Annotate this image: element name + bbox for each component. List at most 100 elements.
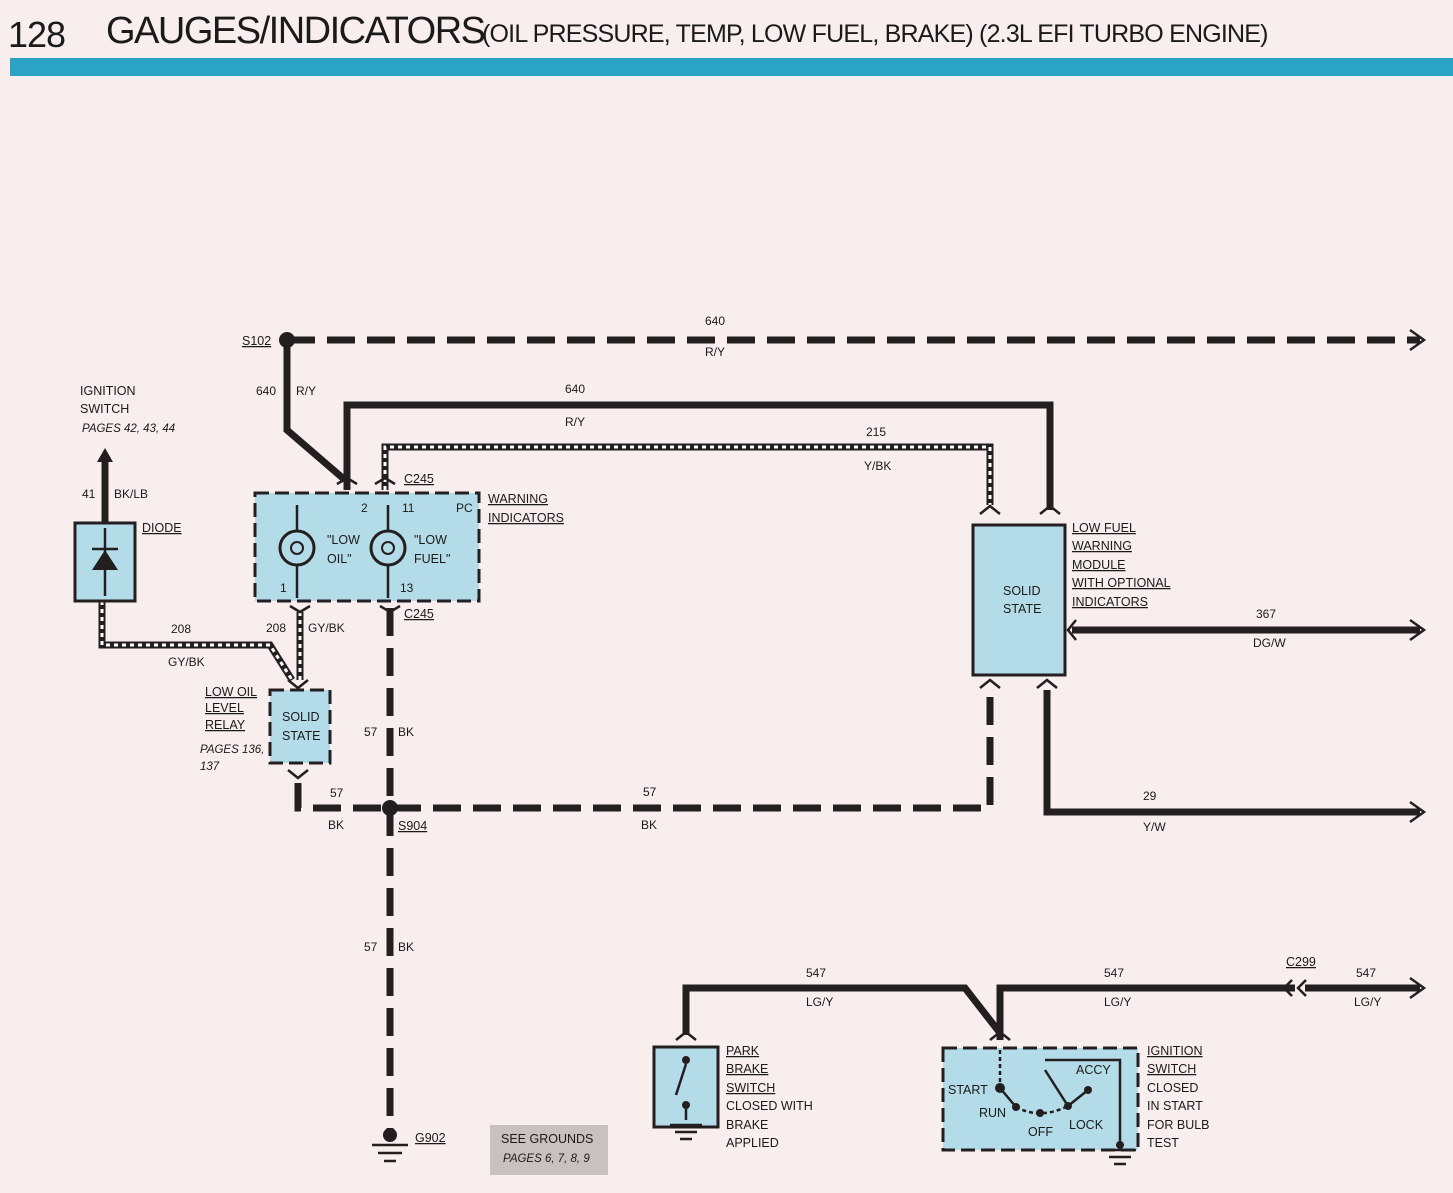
warning-indicators-component [253,476,481,614]
page-subtitle: (OIL PRESSURE, TEMP, LOW FUEL, BRAKE) (2… [482,20,1268,48]
low-oil-relay-pages2: 137 [200,761,220,773]
wire-367 [1072,618,1427,642]
ignition-switch-bottom-line5: FOR BULB [1147,1118,1210,1132]
connector-c245-bottom-label: C245 [404,607,434,621]
wire-547-left [682,984,1003,1036]
page-header: 128 GAUGES/INDICATORS (OIL PRESSURE, TEM… [0,0,1453,80]
low-oil-relay-line1: LOW OIL [205,685,257,699]
ignition-switch-top-line1: IGNITION [80,384,136,398]
ignition-switch-bottom-line6: TEST [1147,1136,1179,1150]
pin-13-label: 13 [400,581,414,595]
warning-indicators-line2: INDICATORS [488,511,564,525]
ignition-switch-bottom-line3: CLOSED [1147,1081,1198,1095]
ignition-switch-top-pages: PAGES 42, 43, 44 [82,423,175,435]
low-fuel-lamp-line2: FUEL" [414,552,450,566]
ignition-switch-bottom-line4: IN START [1147,1099,1203,1113]
ignition-position-start: START [948,1083,988,1097]
low-oil-relay-pages1: PAGES 136, [200,744,264,756]
wire-367-color: DG/W [1253,636,1286,650]
wire-640-left-number: 640 [256,384,276,398]
low-fuel-module-line4: WITH OPTIONAL [1072,576,1171,590]
low-oil-lamp-line1: "LOW [327,533,360,547]
splice-s904-label: S904 [398,819,427,833]
splice-s102-label: S102 [242,334,271,348]
ignition-position-accy: ACCY [1076,1063,1111,1077]
diode-label: DIODE [142,521,182,535]
wire-215-number: 215 [866,425,886,439]
wire-57-v1-number: 57 [364,725,378,739]
low-fuel-module-line2: WARNING [1072,539,1132,553]
wire-547-right [1305,976,1427,1000]
low-fuel-module-state1: SOLID [1003,584,1041,598]
ground-g902-symbol [372,1128,408,1163]
wire-547-right-number: 547 [1356,966,1376,980]
low-oil-relay-state1: SOLID [282,710,320,724]
wire-29-number: 29 [1143,789,1157,803]
wire-57-relay-number: 57 [330,786,344,800]
wire-640-top-number: 640 [705,314,725,328]
ignition-switch-bottom-line2: SWITCH [1147,1062,1196,1076]
wire-41 [97,448,113,522]
wire-57-relay [294,695,994,812]
wire-547-left-number: 547 [806,966,826,980]
connector-pc-label: PC [456,501,473,515]
wire-208-mid-color: GY/BK [308,621,345,635]
ignition-switch-top-line2: SWITCH [80,402,129,416]
low-fuel-module-state2: STATE [1003,602,1041,616]
park-brake-line3: SWITCH [726,1081,775,1095]
wire-640-mid-color: R/Y [565,415,585,429]
connector-c299-label: C299 [1286,955,1316,969]
park-brake-line5: BRAKE [726,1118,768,1132]
wire-640-left-color: R/Y [296,384,316,398]
park-brake-line1: PARK [726,1044,760,1058]
see-grounds-line2: PAGES 6, 7, 8, 9 [503,1153,590,1165]
low-fuel-lamp-line1: "LOW [414,533,447,547]
wire-640-top-color: R/Y [705,345,725,359]
low-fuel-module-line5: INDICATORS [1072,595,1148,609]
ignition-switch-bottom-line1: IGNITION [1147,1044,1203,1058]
see-grounds-box [490,1125,608,1175]
park-brake-line2: BRAKE [726,1062,768,1076]
pin-11-label: 11 [402,501,415,515]
low-fuel-module-component [971,504,1077,689]
diode-component [73,521,137,603]
wire-640-left [283,340,348,483]
wire-547-right-color: LG/Y [1354,995,1381,1009]
low-oil-relay-state2: STATE [282,729,320,743]
wire-640-mid [343,401,1054,510]
wire-208-left-number: 208 [171,622,191,636]
wire-57-v2-color: BK [398,940,414,954]
splice-s102-dot [279,332,295,348]
connector-c245-top-label: C245 [404,472,434,486]
wire-215 [381,443,994,505]
splice-s904-dot [382,800,398,816]
wire-547-left-color: LG/Y [806,995,833,1009]
wire-547-mid-color: LG/Y [1104,995,1131,1009]
low-oil-relay-line3: RELAY [205,718,246,732]
low-oil-level-relay-component [268,679,332,780]
wire-208-left-color: GY/BK [168,655,205,669]
wire-57-v1-color: BK [398,725,414,739]
pin-1-label: 1 [280,581,287,595]
wire-41-color: BK/LB [114,487,148,501]
wire-57-h-color: BK [641,818,657,832]
low-oil-relay-line2: LEVEL [205,701,244,715]
wire-57-h-number: 57 [643,785,657,799]
wire-208-mid-number: 208 [266,621,286,635]
low-oil-lamp-line2: OIL" [327,552,352,566]
low-fuel-module-line1: LOW FUEL [1072,521,1136,535]
wire-547-mid [996,979,1307,1040]
title-accent-bar [10,58,1453,76]
park-brake-line6: APPLIED [726,1136,779,1150]
wire-547-mid-number: 547 [1104,966,1124,980]
wire-208-left [98,601,295,682]
ignition-position-off: OFF [1028,1125,1053,1139]
ignition-position-run: RUN [979,1106,1006,1120]
park-brake-line4: CLOSED WITH [726,1099,813,1113]
pin-2-label: 2 [361,501,368,515]
page-title: GAUGES/INDICATORS [106,10,486,52]
wire-640-mid-number: 640 [565,382,585,396]
wire-57-v2-number: 57 [364,940,378,954]
